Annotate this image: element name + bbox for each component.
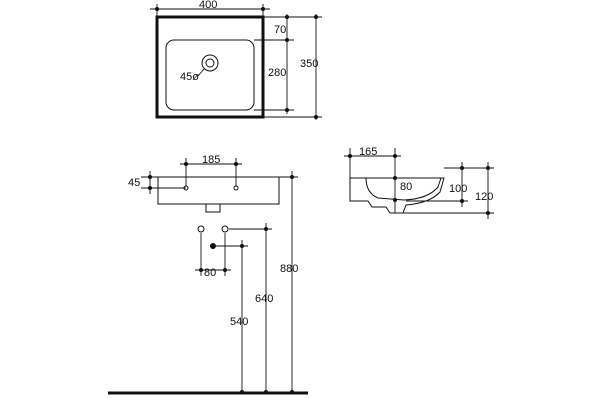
drain-inner [205,58,215,68]
basin-drain-front [205,203,221,213]
supply-hole-right [221,225,229,233]
side-height-inner-label: 100 [449,183,467,195]
side-height-outer-label: 120 [475,191,493,203]
top-width-label: 400 [199,0,217,11]
basin-front [157,176,280,205]
supply-spacing-label: 80 [204,267,216,279]
basin-side-profile [349,177,445,214]
top-inner-label: 280 [268,67,286,79]
side-depth-label: 165 [359,146,377,158]
waste-point [210,243,216,249]
height-880-label: 880 [280,263,298,275]
top-offset-label: 70 [274,24,286,36]
supply-hole-left [197,225,205,233]
drain-outer [201,54,219,72]
side-bowl-label: 80 [400,181,412,193]
height-540-label: 540 [230,316,248,328]
drain-leader [197,68,205,77]
basin-outline-top [155,15,265,119]
drain-label: 45ø [180,71,199,83]
height-640-label: 640 [255,293,273,305]
front-hole-height-label: 45 [128,177,140,189]
basin-bowl-top [165,39,255,111]
top-depth-label: 350 [300,58,318,70]
tap-hole-right [233,185,239,191]
top-view: 45ø 400 70 280 350 [150,0,322,120]
side-view: 165 80 100 120 [344,146,494,219]
front-view: 185 45 880 80 640 5 [108,154,308,395]
front-holes-label: 185 [202,154,220,166]
